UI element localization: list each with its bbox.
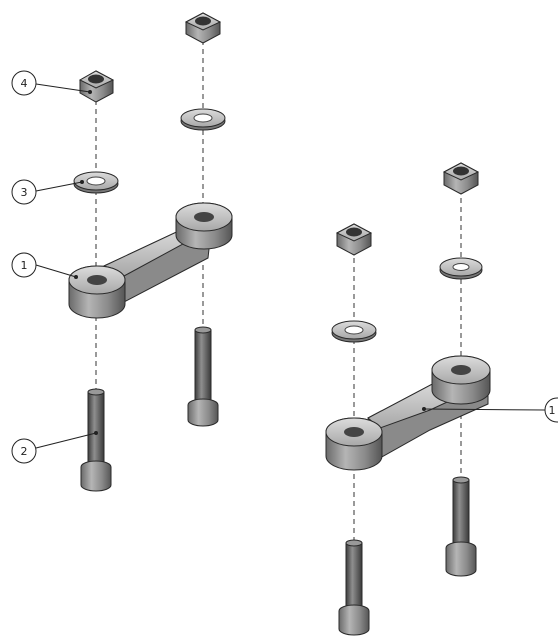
flat-washer-icon xyxy=(180,108,226,131)
leader-dot xyxy=(422,407,426,411)
hex-nut-icon xyxy=(78,70,115,103)
balloon-number: 4 xyxy=(21,77,28,90)
balloon-circle xyxy=(544,397,558,423)
leader-dot xyxy=(88,90,92,94)
flat-washer-icon xyxy=(331,320,377,343)
leader-line xyxy=(35,83,91,93)
balloon-number: 1 xyxy=(21,259,28,272)
flat-washer-icon xyxy=(73,171,119,194)
leader-line xyxy=(35,181,83,192)
hex-nut-icon xyxy=(442,162,480,195)
socket-head-cap-screw-icon xyxy=(338,539,370,636)
flat-washer-icon xyxy=(439,257,483,280)
socket-head-cap-screw-icon xyxy=(187,326,219,427)
balloon-1-left: 1 xyxy=(11,252,78,279)
leader-dot xyxy=(94,431,98,435)
leader-dot xyxy=(80,180,84,184)
balloon-circle xyxy=(11,70,37,96)
balloon-circle xyxy=(11,252,37,278)
balloon-4: 4 xyxy=(11,70,92,96)
balloon-number: 2 xyxy=(21,445,28,458)
leader-dot xyxy=(74,275,78,279)
balloon-number: 3 xyxy=(21,186,28,199)
leader-line xyxy=(35,264,77,278)
link-arm-icon xyxy=(68,202,233,319)
hex-nut-icon xyxy=(184,12,222,44)
socket-head-cap-screw-icon xyxy=(445,476,477,577)
balloon-circle xyxy=(11,438,37,464)
leader-line xyxy=(423,408,546,411)
socket-head-cap-screw-icon xyxy=(80,388,112,492)
hex-nut-icon xyxy=(335,223,373,256)
right-assembly xyxy=(325,162,491,636)
left-assembly xyxy=(68,12,233,492)
balloon-number: 1 xyxy=(549,404,556,417)
balloon-2: 2 xyxy=(11,431,98,464)
balloon-circle xyxy=(11,179,37,205)
leader-line xyxy=(35,432,97,449)
balloon-3: 3 xyxy=(11,179,84,205)
link-arm-icon xyxy=(325,355,491,471)
balloon-1-right: 1 xyxy=(422,397,558,423)
